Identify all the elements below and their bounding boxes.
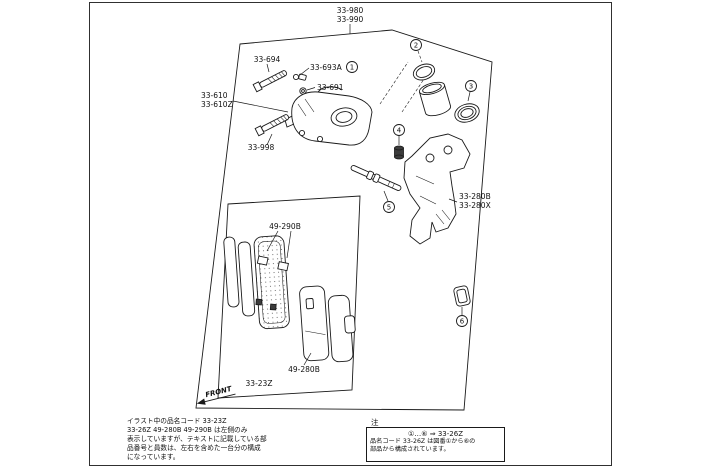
footnote-line: になっています。	[127, 453, 180, 461]
outer-boundary-box	[195, 29, 493, 411]
footnote-line: 品番号と員数は、左右を含めた一台分の構成	[127, 444, 261, 452]
note-line: 部品から構成されています。	[370, 446, 450, 453]
mounting-bracket	[403, 133, 471, 245]
piston-seal	[412, 63, 436, 81]
pad-slot	[305, 298, 314, 310]
brake-pad-inner	[299, 285, 330, 362]
footnote-line: 表示していますが、テキストに記載している部	[127, 435, 267, 443]
svg-text:6: 6	[460, 318, 465, 326]
pad-backplate	[223, 236, 240, 308]
alignment-line-1	[379, 61, 409, 105]
note-line: 品名コード 33-26Z は図番①から⑥の	[370, 438, 476, 445]
pad-shim	[237, 241, 256, 317]
callout-5: 5	[383, 201, 395, 213]
leader-callout-2	[417, 50, 423, 63]
label-33-23Z: 33-23Z	[246, 379, 273, 388]
leader-33-691	[306, 87, 316, 91]
leader-49-290B-b	[286, 230, 292, 259]
note-box: ①…⑥ ⇒ 33-26Z 品名コード 33-26Z は図番①から⑥の 部品から構…	[366, 427, 505, 462]
leader-49-280B	[303, 352, 312, 366]
page-frame	[89, 2, 612, 466]
svg-text:1: 1	[350, 64, 354, 72]
callout-6: 6	[456, 315, 468, 327]
front-arrow-head	[196, 398, 206, 405]
brake-pad-outer	[253, 235, 290, 330]
leader-33-694	[266, 63, 270, 73]
leader-33-693A	[299, 67, 310, 76]
washer-33-691	[299, 87, 307, 95]
callout-1: 1	[346, 61, 358, 73]
callout-4: 4	[393, 124, 405, 136]
svg-text:2: 2	[414, 42, 418, 50]
shim-plate	[453, 285, 471, 307]
caliper-body	[284, 86, 373, 146]
leader-33-610	[232, 100, 289, 113]
leader-callout-5	[383, 190, 389, 202]
label-33-280X: 33-280X	[459, 201, 491, 210]
piston-boot	[454, 103, 480, 123]
bolt-33-998	[254, 114, 290, 137]
label-33-280B: 33-280B	[459, 192, 491, 201]
svg-text:3: 3	[469, 83, 473, 91]
bleeder-cap	[394, 145, 404, 160]
note-formula: ①…⑥ ⇒ 33-26Z	[407, 430, 463, 438]
piston	[418, 81, 451, 117]
label-33-694: 33-694	[254, 55, 281, 64]
pad-clip-b	[277, 261, 289, 272]
wear-clip-a	[255, 298, 263, 306]
label-33-998: 33-998	[248, 143, 275, 152]
pin-33-693A	[292, 73, 307, 81]
pad-clip-a	[256, 255, 269, 266]
svg-text:5: 5	[387, 204, 391, 212]
footnote-line: 33-26Z 49-280B 49-290B は左側のみ	[127, 426, 248, 434]
note-heading: 注	[371, 418, 379, 427]
front-arrow-line	[204, 393, 236, 403]
label-49-280B: 49-280B	[288, 365, 320, 374]
guide-pin	[350, 165, 402, 191]
label-49-290B: 49-290B	[269, 222, 301, 231]
svg-text:4: 4	[397, 127, 402, 135]
brake-pad-kit	[223, 235, 356, 363]
front-indicator: FRONT	[196, 385, 236, 405]
inner-pad-box	[217, 195, 361, 399]
label-33-691: 33-691	[317, 83, 344, 92]
bolt-33-694	[252, 70, 288, 93]
assembly-number-top: 33-980	[337, 6, 364, 15]
callout-2: 2	[410, 39, 422, 51]
leader-49-290B-a	[266, 230, 279, 252]
leader-33-280B	[448, 198, 458, 203]
footnote-block: イラスト中の品名コード 33-23Z 33-26Z 49-280B 49-290…	[127, 417, 349, 462]
leader-33-998	[266, 133, 273, 146]
label-33-693A: 33-693A	[310, 63, 343, 72]
wear-clip-b	[269, 303, 277, 311]
footnote-line: イラスト中の品名コード 33-23Z	[127, 417, 227, 425]
assembly-number-bottom: 33-990	[337, 15, 364, 24]
pad-friction-outline	[258, 240, 286, 324]
callout-3: 3	[465, 80, 477, 92]
leader-callout-3	[467, 91, 471, 102]
pad-small-plate	[344, 315, 356, 334]
pad-groove	[305, 330, 326, 335]
label-33-610: 33-610	[201, 91, 228, 100]
label-33-610Z: 33-610Z	[201, 100, 233, 109]
